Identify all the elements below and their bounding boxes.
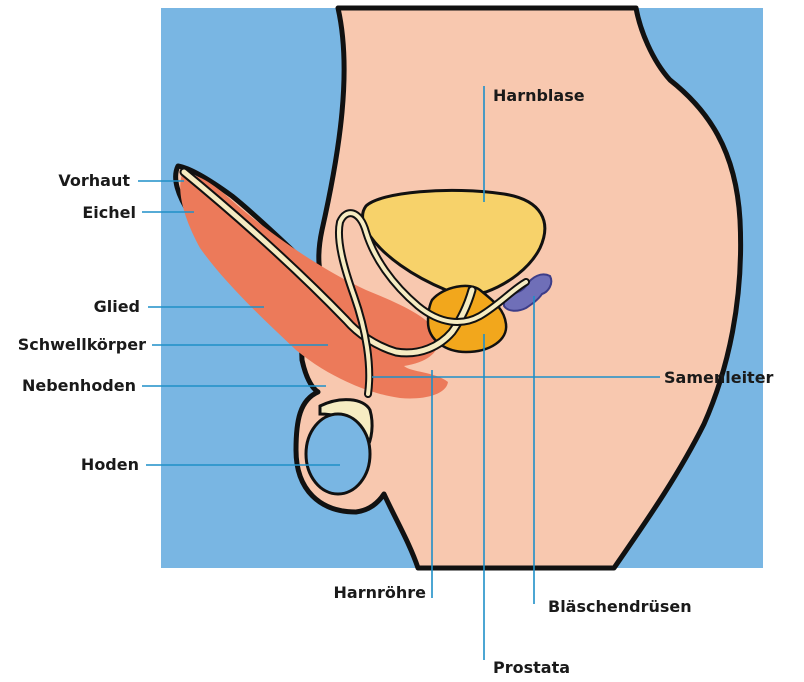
label-harnroehre: Harnröhre [334, 583, 427, 602]
label-prostata: Prostata [493, 658, 570, 677]
label-glied: Glied [94, 297, 140, 316]
label-vorhaut: Vorhaut [58, 171, 130, 190]
label-blaeschendruesen: Bläschendrüsen [548, 597, 692, 616]
label-schwellkoerper: Schwellkörper [18, 335, 146, 354]
testis-shape [306, 414, 370, 494]
label-samenleiter: Samenleiter [664, 368, 774, 387]
label-harnblase: Harnblase [493, 86, 585, 105]
label-hoden: Hoden [81, 455, 139, 474]
label-nebenhoden: Nebenhoden [22, 376, 136, 395]
label-eichel: Eichel [82, 203, 136, 222]
